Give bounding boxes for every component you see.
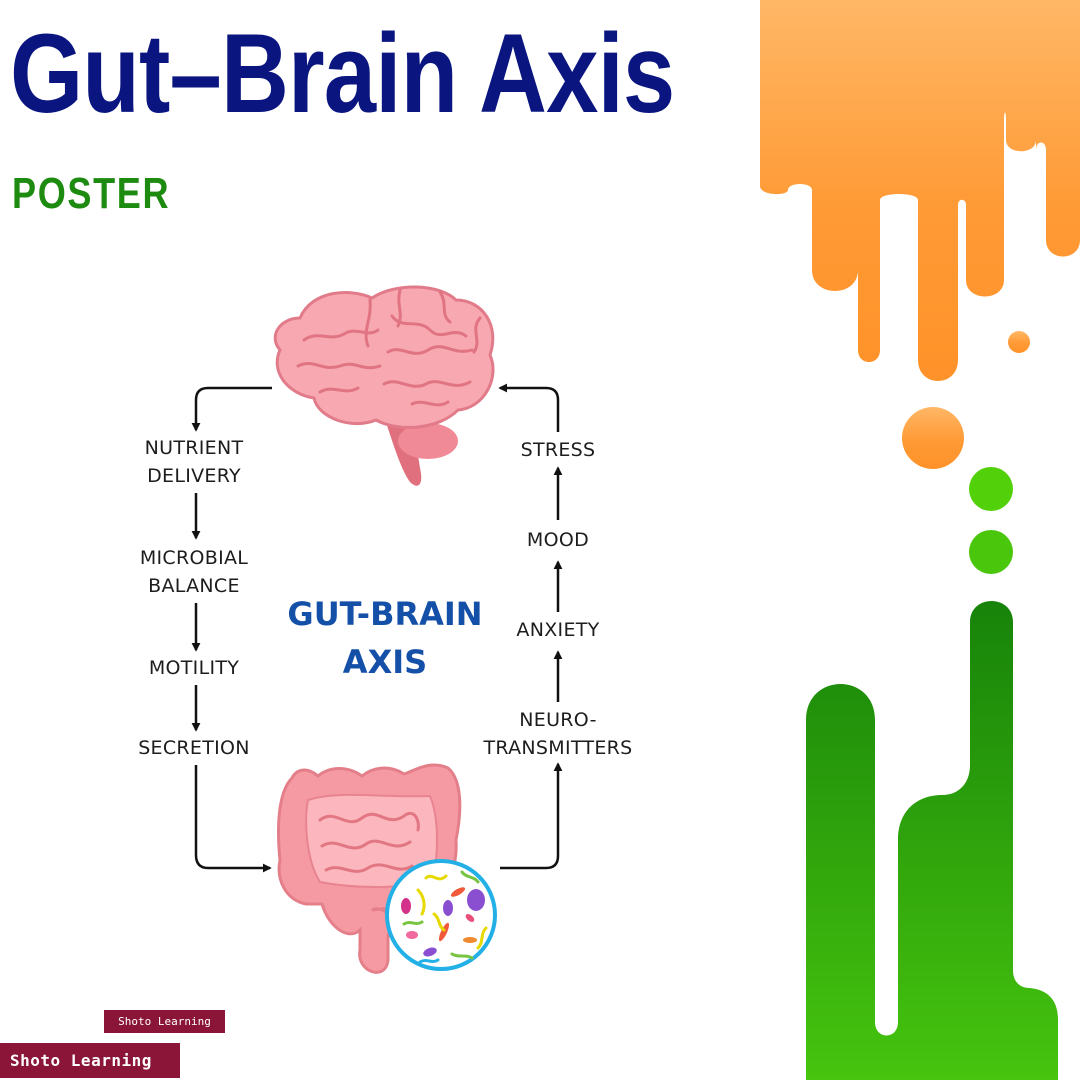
center-label: GUT-BRAIN AXIS	[260, 590, 510, 686]
green-drip	[806, 467, 1058, 1080]
node-motility: MOTILITY	[148, 657, 240, 679]
poster-title: Gut–Brain Axis	[10, 11, 675, 136]
node-nutrient-delivery-line1: NUTRIENT	[144, 437, 244, 459]
brand-tag-small: Shoto Learning	[104, 1010, 225, 1033]
node-nutrient-delivery-line2: DELIVERY	[147, 465, 241, 487]
brain-icon	[273, 285, 495, 486]
poster-subtitle: POSTER	[12, 169, 171, 218]
node-microbial-balance-line2: BALANCE	[148, 575, 240, 597]
node-mood: MOOD	[526, 529, 590, 551]
intestines-icon	[277, 763, 462, 974]
node-neurotransmitters-line2: TRANSMITTERS	[483, 737, 633, 759]
node-neurotransmitters-line1: NEURO-	[519, 709, 597, 731]
center-label-line2: AXIS	[342, 643, 428, 681]
arrow-gut-to-neurotransmitters	[500, 762, 563, 870]
arrow-secretion-to-gut	[194, 765, 272, 873]
node-microbial-balance-line1: MICROBIAL	[139, 547, 249, 569]
brand-tag-large: Shoto Learning	[0, 1043, 180, 1078]
node-nutrient-delivery: NUTRIENT DELIVERY	[84, 434, 304, 490]
orange-drip	[760, 0, 1080, 469]
center-label-line1: GUT-BRAIN	[287, 595, 483, 633]
node-microbial-balance: MICROBIAL BALANCE	[84, 544, 304, 600]
arrow-stress-to-brain	[498, 383, 560, 432]
microbes-icon	[385, 859, 497, 971]
node-neurotransmitters: NEURO- TRANSMITTERS	[448, 706, 668, 762]
cycle-arrows	[191, 383, 563, 873]
node-secretion: SECRETION	[138, 737, 250, 759]
node-anxiety: ANXIETY	[516, 619, 600, 641]
arrow-brain-to-nutrient	[191, 386, 272, 432]
node-stress: STRESS	[520, 439, 596, 461]
